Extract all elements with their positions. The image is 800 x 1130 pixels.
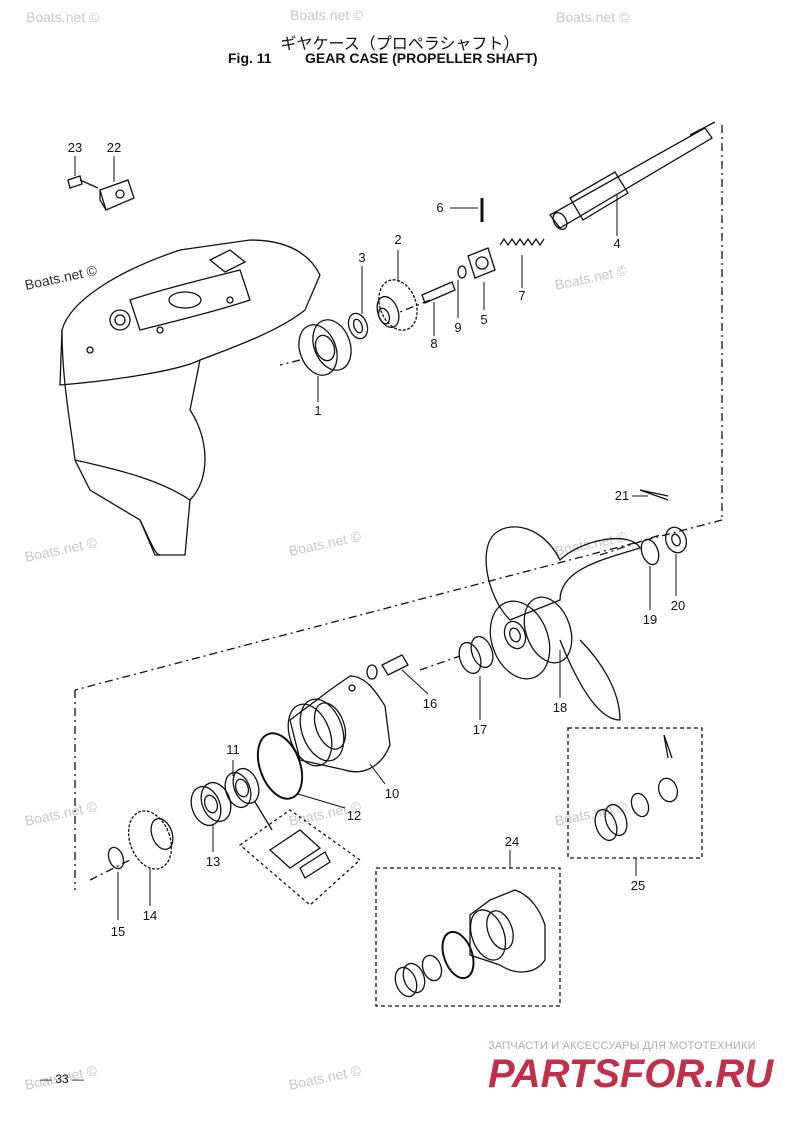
part-23-bolt xyxy=(67,175,99,189)
callout-25: 25 xyxy=(631,878,645,893)
callout-3: 3 xyxy=(358,250,365,265)
part-21-cotter-pin xyxy=(639,489,669,501)
watermark: Boats.net © xyxy=(553,798,629,829)
watermark: Boats.net © xyxy=(23,262,99,293)
callout-2: 2 xyxy=(394,232,401,247)
logo-main-text: PARTSFOR.RU xyxy=(488,1052,774,1096)
callout-7: 7 xyxy=(518,288,525,303)
callout-6: 6 xyxy=(436,200,443,215)
watermark: Boats.net © xyxy=(23,798,99,829)
part-12-o-ring xyxy=(256,732,304,800)
kit-25-parts xyxy=(594,734,679,842)
callout-20: 20 xyxy=(671,598,685,613)
part-10-bearing-housing xyxy=(287,675,391,773)
callout-21: 21 xyxy=(615,488,629,503)
kit-24-box xyxy=(375,867,561,1007)
callout-15: 15 xyxy=(111,924,125,939)
part-16-bolt xyxy=(366,654,409,680)
part-3-washer xyxy=(347,312,369,340)
part-20-nut xyxy=(664,526,688,554)
part-14-gear xyxy=(127,810,174,870)
watermark: Boats.net © xyxy=(26,9,100,25)
part-4-propeller-shaft xyxy=(549,121,716,231)
part-13-bearing xyxy=(190,781,232,827)
part-7-spring xyxy=(499,237,545,247)
figure-title: GEAR CASE (PROPELLER SHAFT) xyxy=(305,50,538,66)
part-3-washer-hole xyxy=(352,318,364,334)
kit-25-box xyxy=(567,727,703,859)
watermark: Boats.net © xyxy=(290,7,364,23)
part-19-washer xyxy=(640,538,660,566)
part-17-spacer xyxy=(458,635,494,675)
watermark: Boats.net © xyxy=(287,1062,363,1093)
part-2-gear xyxy=(376,279,418,331)
callout-17: 17 xyxy=(473,722,487,737)
page-number: — 33 — xyxy=(40,1072,85,1086)
callout-12: 12 xyxy=(347,808,361,823)
callout-1: 1 xyxy=(314,403,321,418)
part-5-clutch xyxy=(467,247,496,279)
callout-4: 4 xyxy=(613,236,620,251)
callout-numbers: 1 2 3 4 5 6 7 8 9 10 11 12 13 14 15 16 1… xyxy=(68,140,685,939)
callout-13: 13 xyxy=(206,854,220,869)
part-1-bearing xyxy=(298,319,352,376)
part-8-pin xyxy=(421,281,456,304)
watermark: Boats.net © xyxy=(287,528,363,559)
callout-23: 23 xyxy=(68,140,82,155)
part-9-ball xyxy=(457,265,467,279)
callout-11: 11 xyxy=(226,742,240,757)
watermark: Boats.net © xyxy=(556,9,630,25)
kit-24-parts xyxy=(394,889,546,998)
callout-24: 24 xyxy=(505,834,519,849)
callout-16: 16 xyxy=(423,696,437,711)
logo-subtitle: ЗАПЧАСТИ И АКСЕССУАРЫ ДЛЯ МОТОТЕХНИКИ xyxy=(488,1040,756,1052)
callout-5: 5 xyxy=(480,312,487,327)
watermark: Boats.net © xyxy=(23,534,99,565)
callout-18: 18 xyxy=(553,700,567,715)
callout-19: 19 xyxy=(643,612,657,627)
callout-14: 14 xyxy=(143,908,157,923)
leader-lines xyxy=(74,156,677,920)
detail-inset-parts xyxy=(254,801,331,879)
title-japanese: ギヤケース（プロペラシャフト） xyxy=(280,34,520,53)
watermark: Boats.net © xyxy=(553,262,629,293)
part-22-block xyxy=(99,179,135,211)
gear-case-housing xyxy=(59,239,321,556)
part-15-washer xyxy=(107,846,125,870)
partsfor-logo: ЗАПЧАСТИ И АКСЕССУАРЫ ДЛЯ МОТОТЕХНИКИ PA… xyxy=(488,1040,773,1094)
callout-22: 22 xyxy=(107,140,121,155)
callout-9: 9 xyxy=(454,320,461,335)
figure-label: Fig. 11 xyxy=(228,50,272,66)
callout-8: 8 xyxy=(430,336,437,351)
callout-10: 10 xyxy=(385,786,399,801)
part-11-bearing xyxy=(224,767,260,809)
